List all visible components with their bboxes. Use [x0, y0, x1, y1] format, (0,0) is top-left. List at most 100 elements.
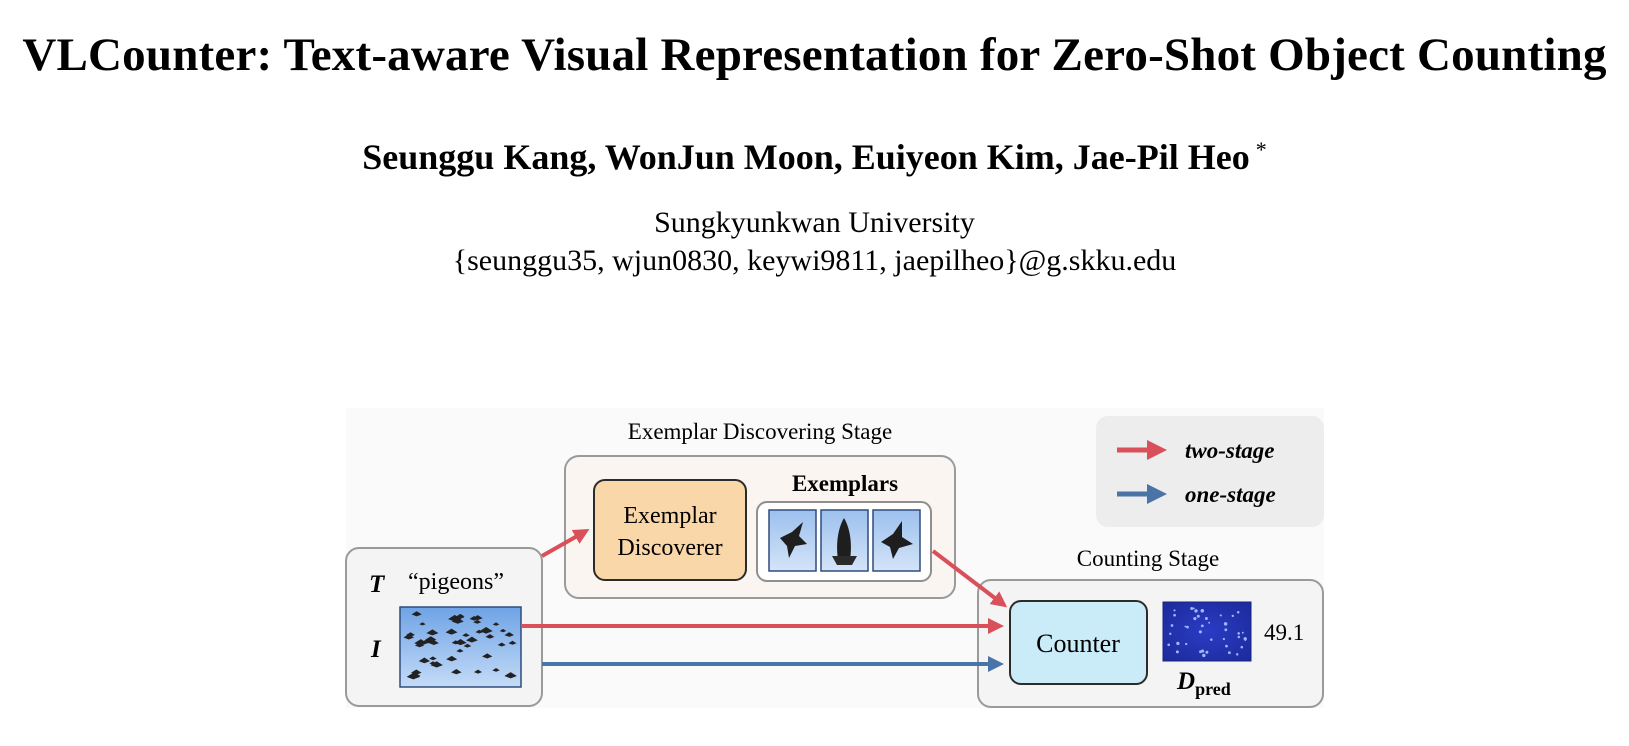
pigeon-flock	[403, 611, 517, 680]
density-point	[1185, 642, 1188, 646]
pigeon-silhouette	[414, 642, 425, 648]
pigeon-silhouette	[482, 653, 493, 659]
pigeon-silhouette	[466, 636, 478, 643]
input-block: T “pigeons” I	[345, 547, 543, 707]
density-point	[1198, 630, 1202, 634]
pigeon-silhouette	[456, 648, 464, 653]
exemplar-discoverer-block	[593, 479, 747, 581]
input-T-symbol: T	[369, 571, 386, 598]
predicted-count: 49.1	[1264, 620, 1304, 645]
flow-arrows	[521, 529, 1008, 672]
density-point	[1236, 610, 1240, 614]
density-point	[1202, 653, 1206, 658]
pigeon-silhouette	[473, 669, 483, 674]
legend: two-stage one-stage	[1096, 416, 1324, 527]
density-point	[1175, 650, 1179, 654]
pigeon-silhouette	[485, 634, 495, 639]
density-point	[1173, 609, 1176, 612]
pigeon-silhouette	[455, 614, 465, 620]
density-point	[1199, 650, 1202, 654]
density-point	[1241, 631, 1244, 634]
legend-box	[1096, 416, 1324, 527]
text-prompt: “pigeons”	[408, 569, 504, 595]
pigeon-silhouette	[508, 640, 517, 645]
arrow-input-to-discoverer	[541, 529, 590, 558]
pigeon-silhouette	[492, 668, 500, 672]
density-point	[1186, 625, 1189, 629]
pigeon-silhouette	[504, 632, 514, 637]
pigeon-silhouette	[451, 617, 464, 624]
pigeon-silhouette	[446, 655, 458, 662]
density-point	[1176, 641, 1180, 646]
density-symbol: D	[1176, 668, 1195, 695]
legend-two-stage-label: two-stage	[1185, 438, 1274, 463]
pigeon-silhouette	[469, 615, 479, 621]
pigeon-silhouette	[479, 627, 493, 634]
pigeon-silhouette	[426, 629, 439, 636]
exemplar-discoverer-line1: Exemplar	[623, 503, 716, 529]
density-point	[1208, 621, 1211, 624]
density-point	[1237, 632, 1240, 635]
density-point	[1194, 609, 1198, 613]
density-point	[1210, 638, 1213, 641]
pigeon-silhouette	[411, 611, 422, 617]
pigeon-silhouette	[429, 656, 437, 661]
author-names: Seunggu Kang, WonJun Moon, Euiyeon Kim, …	[362, 137, 1250, 177]
density-point	[1244, 638, 1247, 641]
pigeon-silhouette	[504, 672, 517, 679]
density-point	[1169, 632, 1172, 635]
counter-label: Counter	[1036, 629, 1120, 658]
corresponding-author-mark: *	[1255, 137, 1267, 162]
pigeon-silhouette	[451, 640, 460, 645]
exemplar-discovering-stage: Exemplar Discovering Stage Exemplar Disc…	[564, 419, 956, 599]
pigeon-silhouette	[425, 636, 437, 642]
author-emails: {seunggu35, wjun0830, keywi9811, jaepilh…	[452, 244, 1177, 277]
density-point	[1222, 637, 1226, 641]
pigeon-silhouette	[492, 622, 500, 626]
density-label: Dpred	[1176, 668, 1231, 699]
pigeon-silhouette	[463, 643, 472, 648]
density-point	[1205, 650, 1209, 654]
density-point	[1200, 609, 1205, 613]
exemplar-crop-3	[872, 509, 921, 572]
paper-title: VLCounter: Text-aware Visual Representat…	[22, 29, 1607, 81]
density-point	[1167, 643, 1171, 647]
density-point	[1231, 614, 1235, 618]
counter-block	[1009, 600, 1148, 685]
exemplar-crop-2	[820, 509, 869, 572]
density-point	[1170, 624, 1174, 627]
pigeon-silhouette	[497, 642, 506, 647]
pigeon-silhouette	[445, 628, 458, 635]
exemplar-crop-1	[768, 509, 817, 572]
stage2-label: Counting Stage	[1077, 546, 1219, 571]
pigeon-silhouette	[430, 661, 443, 668]
density-point	[1200, 624, 1204, 628]
density-point	[1190, 607, 1194, 610]
density-point	[1196, 614, 1200, 618]
pigeon-silhouette	[412, 673, 421, 678]
stage1-label: Exemplar Discovering Stage	[628, 419, 892, 444]
pigeon-silhouette	[418, 657, 431, 664]
density-point	[1228, 651, 1231, 655]
density-map-points	[1167, 607, 1247, 658]
pigeon-silhouette	[419, 622, 426, 626]
pigeon-silhouette	[428, 640, 439, 646]
exemplar-discoverer-line2: Discoverer	[617, 535, 722, 561]
density-point	[1193, 617, 1197, 621]
pigeon-silhouette	[403, 634, 415, 640]
density-point	[1219, 614, 1222, 617]
density-point	[1173, 613, 1176, 617]
density-point	[1237, 635, 1241, 639]
density-point	[1204, 617, 1208, 620]
density-subscript: pred	[1195, 679, 1231, 699]
author-list: Seunggu Kang, WonJun Moon, Euiyeon Kim, …	[0, 136, 1629, 178]
pigeon-silhouette	[473, 619, 482, 624]
density-point	[1240, 645, 1244, 649]
input-I-symbol: I	[370, 636, 382, 663]
density-point	[1192, 607, 1195, 610]
pigeon-silhouette	[422, 638, 434, 644]
affiliation: Sungkyunkwan University	[654, 206, 975, 239]
affiliation-block: Sungkyunkwan University {seunggu35, wjun…	[0, 204, 1629, 280]
density-point	[1225, 644, 1228, 648]
